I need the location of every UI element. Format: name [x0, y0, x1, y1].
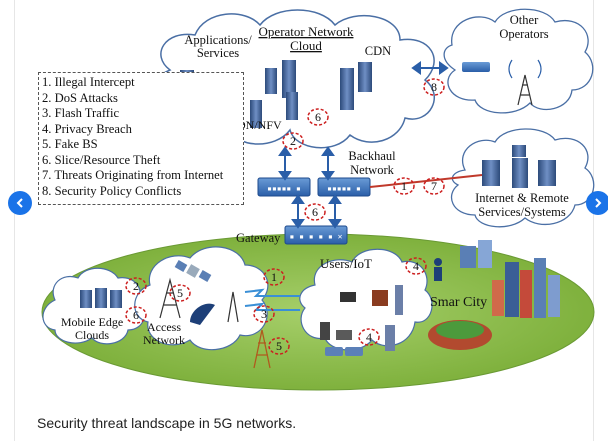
threat-item: 1. Illegal Intercept [42, 75, 135, 89]
svg-text:7: 7 [431, 179, 437, 193]
marker-wireless-3: 3 [253, 305, 275, 323]
svg-text:▪▪▪▪▪ ▪: ▪▪▪▪▪ ▪ [327, 184, 361, 193]
threat-list: 1. Illegal Intercept 2. DoS Attacks 3. F… [38, 72, 244, 205]
other-operators-cloud [443, 8, 594, 114]
threat-item: 6. Slice/Resource Theft [42, 152, 161, 167]
other-operators-label-1: Other [510, 13, 539, 27]
gateway-switch-icon: ▪ ▪ ▪ ▪ ▪ ✕ [284, 225, 348, 245]
marker-mec-2: 2 [125, 277, 147, 295]
threat-item: 8. Security Policy Conflicts [42, 183, 182, 198]
gateway-label: Gateway [236, 231, 281, 245]
switch-icon [462, 62, 490, 72]
svg-text:4: 4 [366, 330, 372, 344]
mec-label-1: Mobile Edge [61, 315, 123, 329]
marker-access-5: 5 [169, 284, 191, 302]
cdn-servers-icon [340, 62, 372, 110]
backhaul-switch-left-icon: ▪▪▪▪▪ ▪ [257, 177, 311, 197]
backhaul-switch-right-icon: ▪▪▪▪▪ ▪ [317, 177, 371, 197]
marker-tower-5: 5 [268, 337, 290, 355]
backhaul-label-1: Backhaul [348, 149, 396, 163]
internet-label-2: Services/Systems [478, 205, 566, 219]
internet-servers-icon [482, 145, 556, 188]
svg-text:6: 6 [312, 205, 318, 219]
previous-button[interactable] [8, 191, 32, 215]
chevron-left-icon [16, 198, 23, 208]
svg-text:5: 5 [276, 339, 282, 353]
marker-sdn-2: 2 [282, 132, 304, 150]
threat-item: 5. Fake BS [42, 137, 98, 151]
other-operators-label-2: Operators [499, 27, 548, 41]
mec-label-2: Clouds [75, 328, 109, 342]
smart-city-label: Smar City [430, 295, 487, 310]
card-border-right [593, 0, 594, 441]
svg-text:8: 8 [431, 80, 437, 94]
svg-text:4: 4 [413, 259, 419, 273]
svg-text:1: 1 [401, 179, 407, 193]
threat-item: 2. DoS Attacks [42, 90, 118, 105]
iot-devices-icon [320, 285, 403, 356]
marker-backhaul-7: 7 [423, 177, 445, 195]
internet-label-1: Internet & Remote [475, 191, 569, 205]
svg-text:2: 2 [290, 134, 296, 148]
dish-icon [190, 303, 215, 325]
marker-other-8: 8 [423, 78, 445, 96]
svg-text:1: 1 [271, 270, 277, 284]
svg-text:6: 6 [315, 110, 321, 124]
marker-iot-4: 4 [358, 328, 380, 346]
apps-label-1: Applications/ [184, 33, 252, 47]
svg-text:6: 6 [133, 308, 139, 322]
access-label-1: Access [147, 320, 181, 334]
city-buildings-icon [460, 240, 560, 318]
operator-cloud-title-1: Operator Network [259, 24, 354, 39]
marker-mec-6: 6 [125, 306, 147, 324]
marker-sdn-6: 6 [307, 108, 329, 126]
svg-text:▪▪▪▪▪ ▪: ▪▪▪▪▪ ▪ [267, 184, 301, 193]
threat-item: 7. Threats Originating from Internet [42, 168, 224, 182]
person-icon [434, 258, 442, 281]
threat-item: 4. Privacy Breach [42, 121, 132, 136]
small-tower-icon [227, 291, 239, 323]
apps-label-2: Services [197, 46, 239, 60]
figure-caption: Security threat landscape in 5G networks… [37, 415, 297, 431]
users-cloud [299, 248, 433, 351]
internet-link [369, 174, 483, 188]
backhaul-label-2: Network [350, 163, 394, 177]
ground-tower-icon [253, 329, 271, 369]
access-tower-icon [159, 277, 181, 319]
card-border-left [14, 0, 15, 441]
satellite-icon [174, 260, 212, 282]
users-label: Users/IoT [320, 256, 372, 271]
threat-markers: 6 2 8 1 7 6 4 4 1 3 5 5 2 6 [125, 78, 445, 355]
svg-text:▪ ▪ ▪ ▪ ▪ ✕: ▪ ▪ ▪ ▪ ▪ ✕ [290, 232, 343, 241]
marker-backhaul-1: 1 [393, 177, 415, 195]
svg-text:3: 3 [261, 307, 267, 321]
mec-servers-icon [80, 288, 122, 308]
marker-users-4: 4 [405, 257, 427, 275]
cdn-label: CDN [365, 44, 391, 58]
access-label-2: Network [143, 333, 185, 347]
svg-text:5: 5 [177, 286, 183, 300]
next-button[interactable] [586, 191, 608, 215]
stadium-icon [428, 320, 492, 350]
sdn-servers-icon [250, 60, 298, 128]
operator-cloud-title-2: Cloud [290, 38, 322, 53]
marker-gateway-6: 6 [304, 203, 326, 221]
marker-wireless-1: 1 [263, 268, 285, 286]
svg-text:2: 2 [133, 279, 139, 293]
other-tower-icon [508, 59, 542, 106]
backhaul-arrows [278, 61, 449, 229]
access-network-cloud [134, 246, 269, 351]
threat-item: 3. Flash Traffic [42, 106, 120, 120]
chevron-right-icon [595, 198, 602, 208]
